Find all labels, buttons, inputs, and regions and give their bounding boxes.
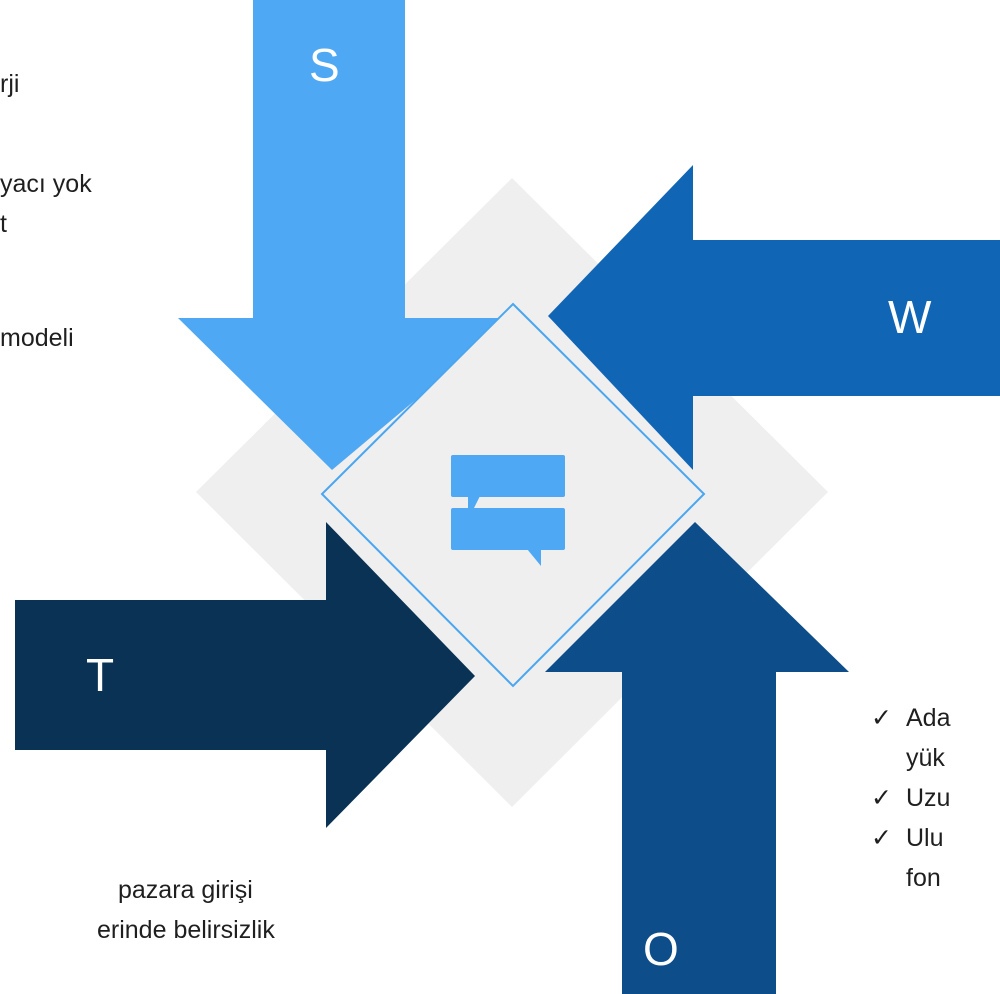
strength-item-4: modeli <box>0 324 74 352</box>
w-arrow <box>548 165 1000 470</box>
o-arrow <box>545 522 849 994</box>
opportunity-item-1-cont: yük <box>906 744 945 772</box>
t-letter: T <box>86 649 115 701</box>
opportunity-item-1: Ada <box>906 704 951 732</box>
s-arrow <box>178 0 513 470</box>
strength-item-1: rji <box>0 70 20 98</box>
threat-item-1: pazara girişi <box>118 876 253 904</box>
check-icon: ✓ <box>871 824 892 852</box>
o-letter: O <box>643 923 679 975</box>
opportunity-item-3: Ulu <box>906 824 944 852</box>
t-arrow <box>15 522 475 828</box>
strength-item-3: t <box>0 210 7 238</box>
opportunity-item-3-cont: fon <box>906 864 941 892</box>
opportunity-item-2: Uzu <box>906 784 951 812</box>
s-letter: S <box>309 39 340 91</box>
w-letter: W <box>888 291 932 343</box>
threat-item-2: erinde belirsizlik <box>97 916 275 944</box>
chat-bubbles-icon <box>451 455 565 566</box>
strength-item-2: yacı yok <box>0 170 92 198</box>
check-icon: ✓ <box>871 784 892 812</box>
check-icon: ✓ <box>871 704 892 732</box>
